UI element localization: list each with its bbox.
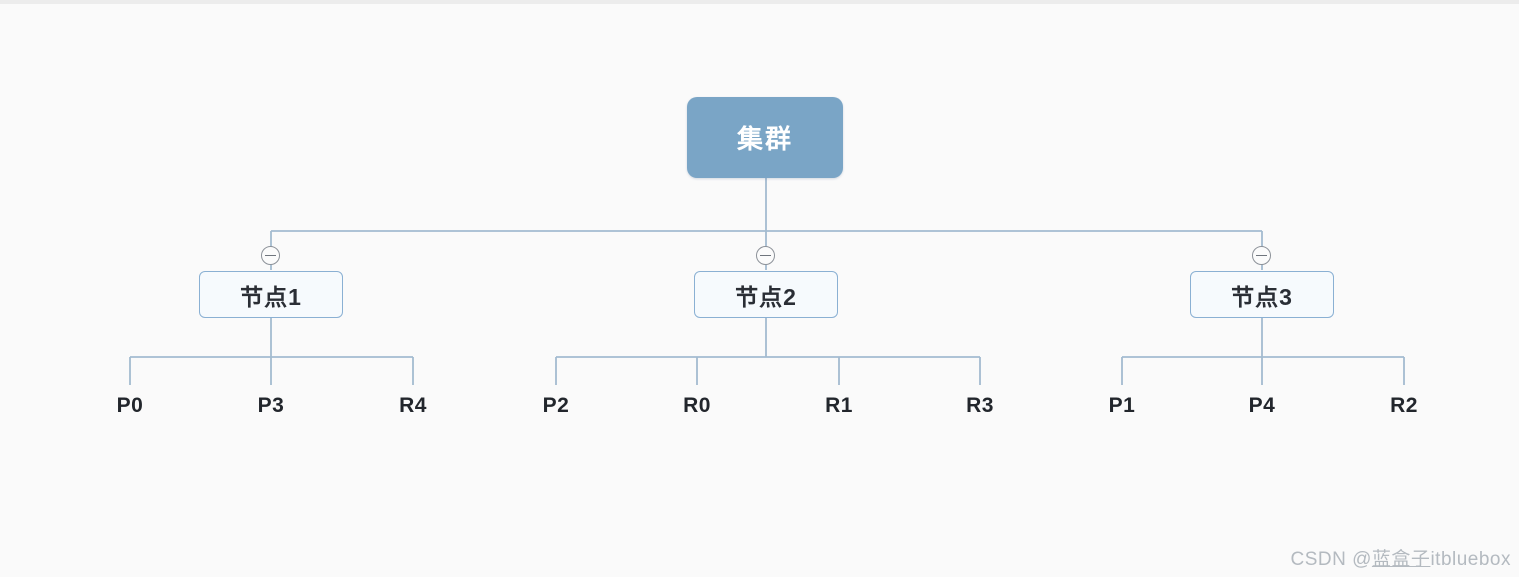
leaf-node[interactable]: R3	[966, 394, 994, 417]
branch-node-3[interactable]: 节点3	[1190, 271, 1334, 318]
leaf-node[interactable]: R1	[825, 394, 853, 417]
root-node-label: 集群	[736, 124, 793, 154]
branch-node-2[interactable]: 节点2	[694, 271, 838, 318]
branch-node-label: 节点3	[1231, 283, 1293, 310]
leaf-node[interactable]: P4	[1248, 394, 1276, 417]
watermark-prefix: CSDN @	[1290, 549, 1372, 570]
branch-node-label: 节点1	[240, 283, 302, 310]
leaf-node[interactable]: P1	[1108, 394, 1136, 417]
leaf-node[interactable]: P0	[116, 394, 144, 417]
leaf-node[interactable]: P3	[257, 394, 285, 417]
leaf-node[interactable]: R2	[1390, 394, 1418, 417]
root-node-cluster[interactable]: 集群	[687, 97, 843, 178]
top-border-band	[0, 0, 1519, 4]
leaf-node[interactable]: P2	[542, 394, 570, 417]
csdn-watermark: CSDN @蓝盒子itbluebox	[1291, 544, 1511, 571]
watermark-username: 蓝盒子	[1371, 549, 1431, 570]
watermark-suffix: itbluebox	[1430, 549, 1511, 570]
minus-circle-icon[interactable]	[756, 246, 775, 265]
leaf-node[interactable]: R0	[683, 394, 711, 417]
minus-circle-icon[interactable]	[261, 246, 280, 265]
minus-circle-icon[interactable]	[1252, 246, 1271, 265]
branch-node-label: 节点2	[735, 283, 797, 310]
leaf-node[interactable]: R4	[399, 394, 427, 417]
branch-node-1[interactable]: 节点1	[199, 271, 343, 318]
